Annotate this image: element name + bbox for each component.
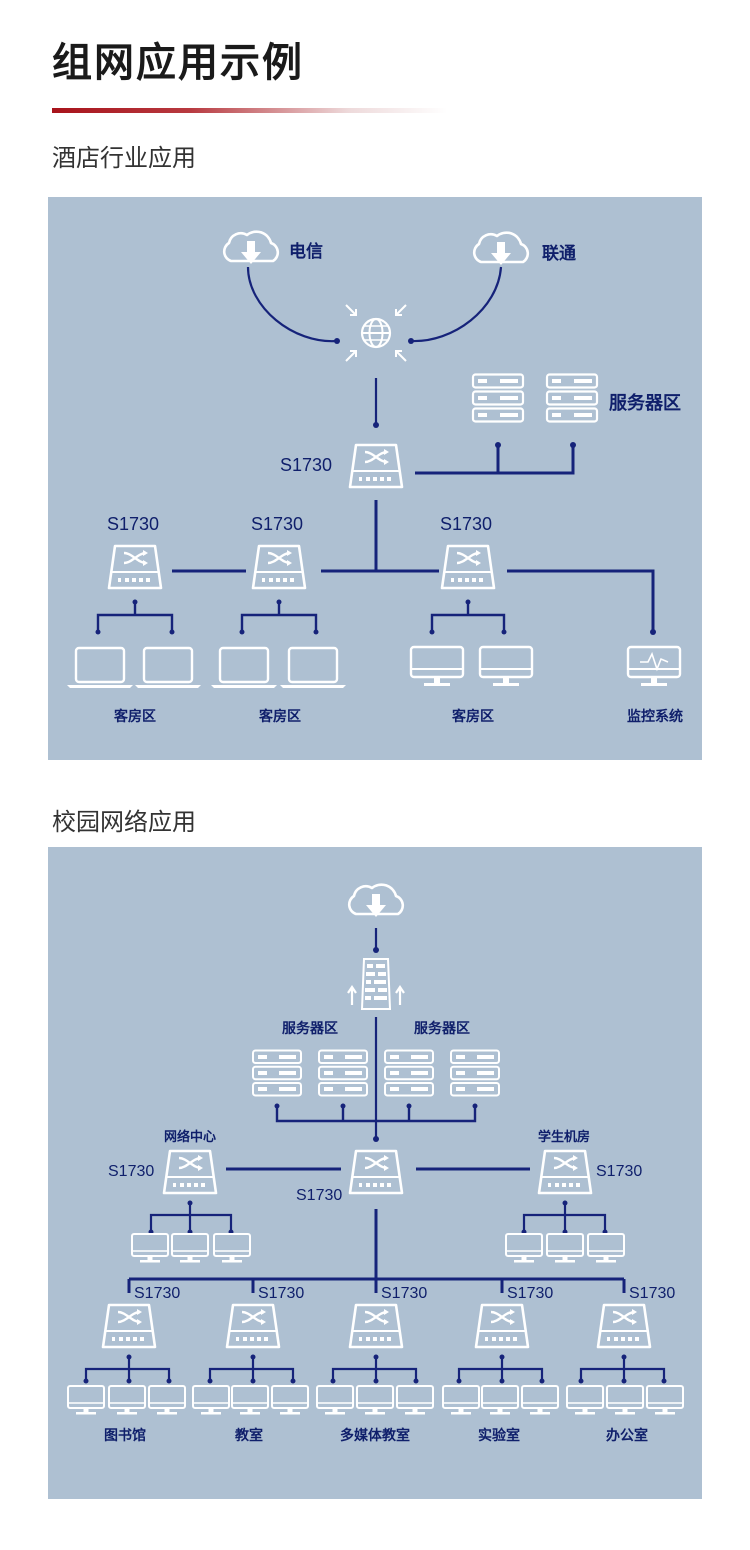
monitor-icon — [396, 1385, 434, 1416]
monitor-icon — [271, 1385, 309, 1416]
server-icon — [384, 1049, 434, 1097]
isp-telecom-label: 电信 — [289, 241, 323, 262]
server-icon — [545, 373, 599, 423]
monitor-icon — [442, 1385, 480, 1416]
zone-label: 客房区 — [113, 708, 156, 725]
page-title: 组网应用示例 — [52, 40, 304, 86]
core-switch-model: S1730 — [280, 455, 332, 475]
access-switch-model: S1730 — [507, 1285, 553, 1302]
access-switch-model: S1730 — [134, 1285, 180, 1302]
zone-label: 多媒体教室 — [340, 1427, 410, 1444]
campus-diagram: 服务器区 服务器区 S1730 网络中心 S1730 学生机房 S1730 — [67, 883, 684, 1444]
monitor-icon — [67, 1385, 105, 1416]
monitor-icon — [566, 1385, 604, 1416]
switch-icon — [348, 1149, 404, 1195]
left-switch-model: S1730 — [108, 1163, 154, 1180]
server-icon — [471, 373, 525, 423]
switch-icon — [537, 1149, 593, 1195]
access-switch-model: S1730 — [440, 514, 492, 534]
monitor-icon — [213, 1233, 251, 1264]
switch-icon — [474, 1303, 530, 1349]
student-lab-label: 学生机房 — [538, 1129, 590, 1145]
monitor-icon — [356, 1385, 394, 1416]
monitor-icon — [171, 1233, 209, 1264]
access-switch-model: S1730 — [381, 1285, 427, 1302]
monitor-icon — [409, 645, 465, 688]
monitor-icon — [108, 1385, 146, 1416]
cloud-download-icon — [222, 230, 280, 266]
server-icon — [450, 1049, 500, 1097]
switch-icon — [162, 1149, 218, 1195]
laptop-icon — [65, 646, 135, 690]
monitor-icon — [148, 1385, 186, 1416]
access-switch-model: S1730 — [629, 1285, 675, 1302]
access-switch-model: S1730 — [251, 514, 303, 534]
monitor-icon — [587, 1233, 625, 1264]
switch-icon — [225, 1303, 281, 1349]
monitor-icon — [521, 1385, 559, 1416]
switch-icon — [251, 544, 307, 590]
zone-label: 实验室 — [478, 1427, 520, 1444]
monitor-icon — [505, 1233, 543, 1264]
monitor-icon — [546, 1233, 584, 1264]
switch-icon — [440, 544, 496, 590]
hotel-section-title: 酒店行业应用 — [52, 144, 196, 172]
globe-icon — [345, 304, 407, 362]
cloud-download-icon — [472, 231, 530, 267]
laptop-icon — [209, 646, 279, 690]
monitor-icon — [481, 1385, 519, 1416]
cloud-download-icon — [347, 883, 405, 919]
access-switch-model: S1730 — [258, 1285, 304, 1302]
laptop-icon — [133, 646, 203, 690]
core-switch-model: S1730 — [296, 1187, 342, 1204]
zone-label: 图书馆 — [104, 1427, 146, 1444]
hotel-diagram: 电信 联通 服务器区 S1730 S1730 S1730 S1730 — [65, 230, 683, 725]
server-icon — [252, 1049, 302, 1097]
switch-icon — [107, 544, 163, 590]
switch-icon — [101, 1303, 157, 1349]
network-center-label: 网络中心 — [164, 1129, 216, 1145]
right-switch-model: S1730 — [596, 1163, 642, 1180]
laptop-icon — [278, 646, 348, 690]
zone-label: 办公室 — [606, 1427, 648, 1444]
zone-label: 客房区 — [451, 708, 494, 725]
switch-icon — [348, 1303, 404, 1349]
monitor-icon — [478, 645, 534, 688]
switch-icon — [348, 443, 404, 489]
server-zone-label: 服务器区 — [282, 1020, 338, 1037]
surveillance-monitor-icon — [626, 645, 682, 686]
server-zone-label: 服务器区 — [414, 1020, 470, 1037]
zone-label: 客房区 — [258, 708, 301, 725]
monitor-icon — [646, 1385, 684, 1416]
campus-diagram-panel: 服务器区 服务器区 S1730 网络中心 S1730 学生机房 S1730 — [48, 847, 702, 1499]
monitor-icon — [231, 1385, 269, 1416]
server-icon — [318, 1049, 368, 1097]
monitor-icon — [192, 1385, 230, 1416]
title-underline — [52, 108, 447, 113]
zone-label: 教室 — [235, 1427, 263, 1444]
access-switch-model: S1730 — [107, 514, 159, 534]
switch-icon — [596, 1303, 652, 1349]
monitor-icon — [316, 1385, 354, 1416]
server-zone-label: 服务器区 — [609, 392, 681, 414]
monitor-icon — [606, 1385, 644, 1416]
isp-unicom-label: 联通 — [542, 244, 576, 264]
monitor-icon — [131, 1233, 169, 1264]
campus-section-title: 校园网络应用 — [52, 808, 196, 836]
zone-label: 监控系统 — [627, 708, 683, 725]
hotel-diagram-panel: 电信 联通 服务器区 S1730 S1730 S1730 S1730 — [48, 197, 702, 760]
firewall-icon — [347, 958, 405, 1010]
